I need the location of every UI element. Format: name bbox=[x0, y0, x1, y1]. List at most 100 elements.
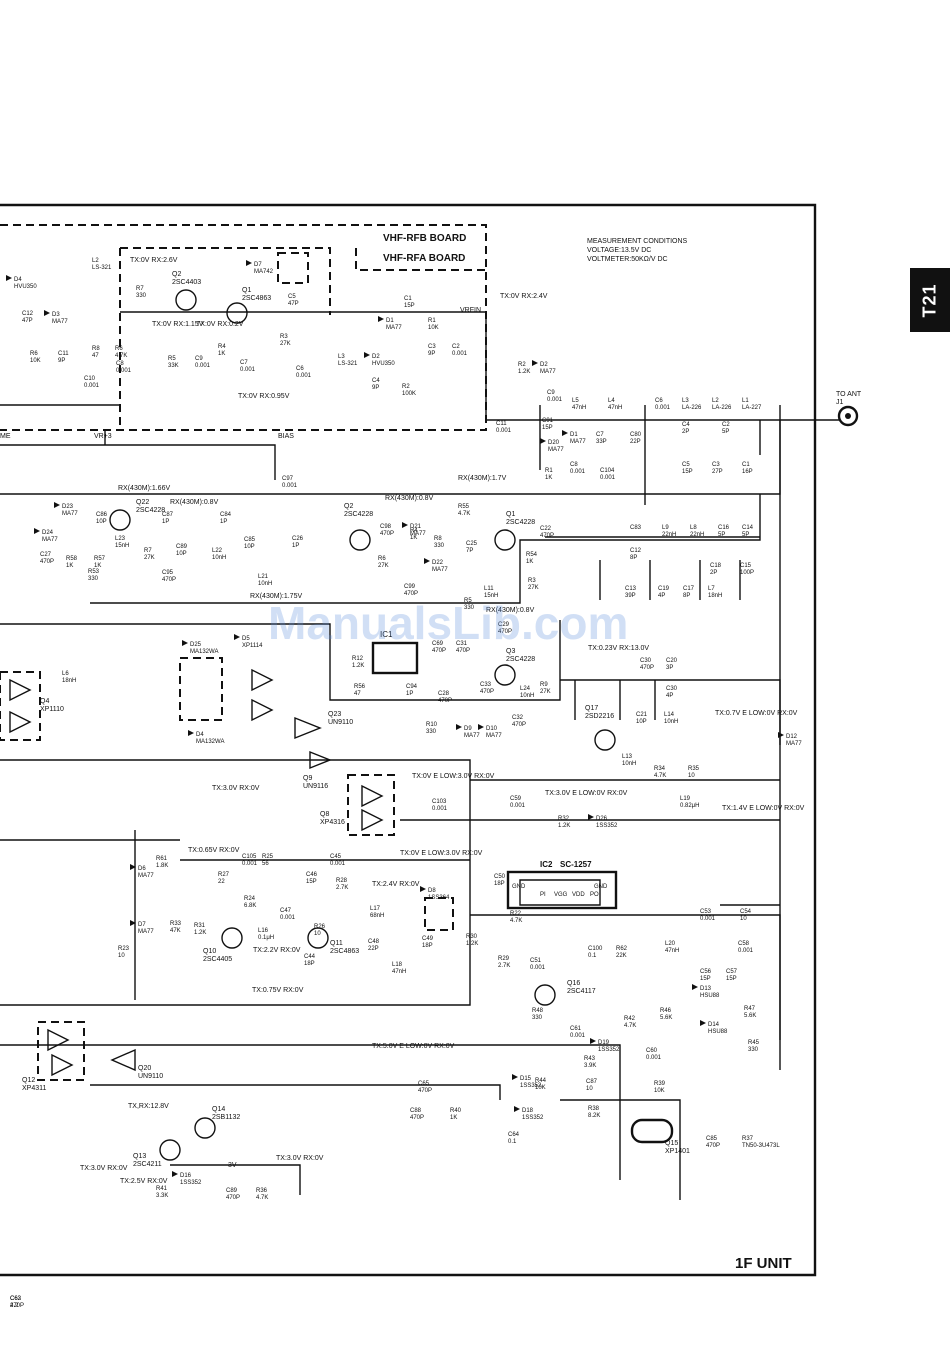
diode-ref: D4 bbox=[14, 277, 22, 283]
component-ref: R62 bbox=[616, 946, 628, 952]
diode-ref: D14 bbox=[708, 1022, 720, 1028]
component-ref: R6 bbox=[378, 556, 386, 562]
component-ref: C97 bbox=[282, 476, 294, 482]
component-value: 27K bbox=[528, 585, 539, 591]
component-value: LS-321 bbox=[338, 361, 358, 367]
component-value: 22K bbox=[616, 953, 627, 959]
component-ref: C45 bbox=[330, 854, 342, 860]
transistor-q11 bbox=[307, 927, 329, 949]
component-value: TN50-3U473L bbox=[742, 1143, 780, 1149]
watermark: ManualsLib.com bbox=[268, 597, 629, 649]
diode-ref: D16 bbox=[180, 1173, 192, 1179]
component-ref: R26 bbox=[314, 924, 326, 930]
component-ref: R6 bbox=[115, 346, 123, 352]
component-value: 0.001 bbox=[655, 405, 671, 411]
component-ref: L3 bbox=[338, 354, 345, 360]
component-ref: R41 bbox=[156, 1186, 168, 1192]
label-q1-rfa-part: 2SC4863 bbox=[242, 295, 271, 302]
component-value: 4P bbox=[658, 593, 665, 599]
component-value: 47nH bbox=[392, 969, 406, 975]
buffer-symbols bbox=[0, 668, 395, 1081]
component-ref: L14 bbox=[664, 712, 675, 718]
component-ref: L17 bbox=[370, 906, 381, 912]
component-value: 18P bbox=[304, 961, 315, 967]
component-value: 330 bbox=[88, 576, 99, 582]
component-value: 9P bbox=[372, 385, 379, 391]
component-value: 33P bbox=[596, 439, 607, 445]
diode-part: 1SS352 bbox=[520, 1083, 542, 1089]
component-value: 4.7K bbox=[510, 918, 522, 924]
component-value: 10K bbox=[30, 358, 41, 364]
component-ref: R53 bbox=[88, 569, 100, 575]
component-ref: R54 bbox=[526, 552, 538, 558]
page-tab: T21 bbox=[910, 268, 950, 332]
component-ref: L20 bbox=[665, 941, 676, 947]
component-value: 15nH bbox=[484, 593, 498, 599]
component-ref: L7 bbox=[708, 586, 715, 592]
component-ref: C25 bbox=[466, 541, 478, 547]
component-value: 0.001 bbox=[530, 965, 546, 971]
label-q11-part: 2SC4863 bbox=[330, 948, 359, 955]
component-value: 4.7K bbox=[654, 773, 666, 779]
diode-part: MA77 bbox=[42, 537, 58, 543]
ic1-ref: IC1 bbox=[380, 630, 393, 639]
component-value: 1P bbox=[406, 691, 413, 697]
component-ref: R29 bbox=[498, 956, 510, 962]
component-ref: C51 bbox=[530, 958, 542, 964]
component-ref: R7 bbox=[136, 286, 144, 292]
component-ref: R5 bbox=[464, 598, 472, 604]
component-value: 15nH bbox=[115, 543, 129, 549]
diode-ref: D15 bbox=[520, 1076, 532, 1082]
diode-symbol bbox=[478, 724, 484, 730]
component-ref: C69 bbox=[432, 641, 444, 647]
buffer-q8 bbox=[361, 784, 384, 832]
transistor-q15 bbox=[630, 1118, 674, 1144]
label-q2-part: 2SC4228 bbox=[344, 511, 373, 518]
rfa-board-outline bbox=[119, 247, 486, 430]
component-ref: C28 bbox=[438, 691, 450, 697]
component-ref: C99 bbox=[404, 584, 416, 590]
component-ref: C105 bbox=[242, 854, 257, 860]
label-q4-ref: Q4 bbox=[40, 698, 49, 705]
ic2-part: SC-1257 bbox=[560, 860, 592, 869]
component-value: 1K bbox=[218, 351, 225, 357]
component-value: 5P bbox=[718, 532, 725, 538]
v-2: TX:0V RX:0.2V bbox=[196, 321, 244, 328]
diode-symbol bbox=[172, 1171, 178, 1177]
component-value: 0.001 bbox=[738, 948, 754, 954]
component-ref: C2 bbox=[722, 422, 730, 428]
component-ref: C13 bbox=[625, 586, 637, 592]
component-value: 1P bbox=[292, 543, 299, 549]
component-value: 0.001 bbox=[510, 803, 526, 809]
label-q1-rfa-ref: Q1 bbox=[242, 287, 251, 294]
label-q2-rfa-ref: Q2 bbox=[172, 271, 181, 278]
label-q20-part: UN9110 bbox=[138, 1073, 163, 1080]
label-q1-part: 2SC4228 bbox=[506, 519, 535, 526]
transistor-symbols bbox=[109, 289, 674, 1161]
component-value: 2.7K bbox=[498, 963, 510, 969]
diode-ref: D1 bbox=[570, 432, 578, 438]
component-value: 10 bbox=[118, 953, 125, 959]
transistor-q16 bbox=[534, 984, 556, 1006]
diode-symbol bbox=[54, 502, 60, 508]
component-value: 470P bbox=[40, 559, 54, 565]
component-ref: L5 bbox=[572, 398, 579, 404]
diode-ref: D1 bbox=[386, 318, 394, 324]
component-ref: C50 bbox=[494, 874, 506, 880]
component-ref: C15 bbox=[740, 563, 752, 569]
component-value: 1K bbox=[410, 535, 417, 541]
component-value: 470P bbox=[498, 629, 512, 635]
component-value: 470P bbox=[226, 1195, 240, 1201]
component-ref: C94 bbox=[406, 684, 418, 690]
wire bbox=[519, 879, 601, 906]
diode-ref: D13 bbox=[700, 986, 712, 992]
net-bias: BIAS bbox=[278, 433, 294, 440]
label-q10-part: 2SC4405 bbox=[203, 956, 232, 963]
component-ref: R37 bbox=[742, 1136, 754, 1142]
component-value: 330 bbox=[434, 543, 445, 549]
diode-ref: D21 bbox=[410, 524, 422, 530]
v-15: TX:0V E LOW:3.0V RX:0V bbox=[400, 850, 483, 857]
rfb-board-label: VHF-RFB BOARD bbox=[383, 233, 466, 244]
label-q8-ref: Q8 bbox=[320, 811, 329, 818]
v-1: TX:0V RX:1.15V bbox=[152, 321, 204, 328]
